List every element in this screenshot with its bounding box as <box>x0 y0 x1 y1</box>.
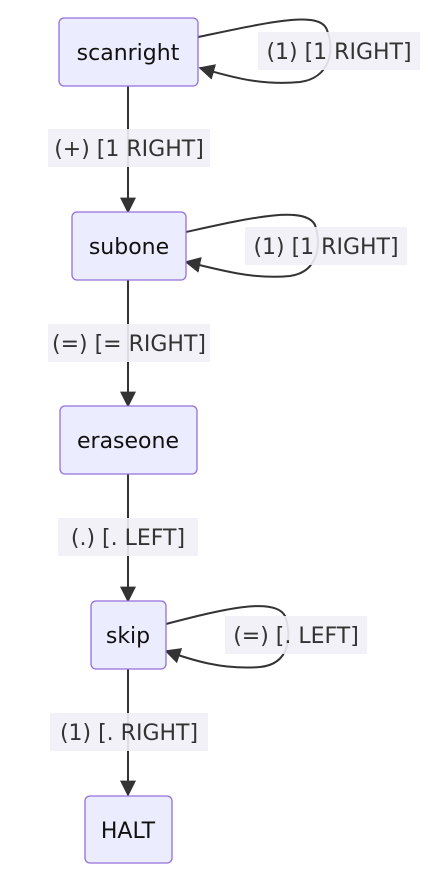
node-halt[interactable]: HALT <box>84 795 173 864</box>
edge-label-subone-to-eraseone: (=) [= RIGHT] <box>48 324 210 362</box>
node-label: scanright <box>77 41 180 66</box>
edge-label-text: (=) [= RIGHT] <box>52 332 206 357</box>
node-label: subone <box>89 235 169 260</box>
node-label: skip <box>106 624 150 649</box>
edge-label-text: (1) [1 RIGHT] <box>266 40 411 65</box>
node-skip[interactable]: skip <box>90 600 167 670</box>
edge-labels: (1) [1 RIGHT] (+) [1 RIGHT] (1) [1 RIGHT… <box>48 32 420 751</box>
edge-label-scanright-loop: (1) [1 RIGHT] <box>258 32 420 70</box>
edge-label-text: (+) [1 RIGHT] <box>54 137 204 162</box>
edge-label-skip-to-halt: (1) [. RIGHT] <box>50 713 208 751</box>
edge-label-text: (1) [1 RIGHT] <box>253 235 398 260</box>
node-eraseone[interactable]: eraseone <box>59 405 198 475</box>
edge-label-skip-loop: (=) [. LEFT] <box>225 616 367 654</box>
edge-label-subone-loop: (1) [1 RIGHT] <box>245 227 407 265</box>
node-label: eraseone <box>77 429 179 454</box>
edge-label-text: (=) [. LEFT] <box>233 624 359 649</box>
node-scanright[interactable]: scanright <box>58 17 199 87</box>
node-label: HALT <box>101 819 156 844</box>
edge-label-scanright-to-subone: (+) [1 RIGHT] <box>48 129 210 167</box>
edge-label-eraseone-to-skip: (.) [. LEFT] <box>58 518 198 556</box>
edge-label-text: (1) [. RIGHT] <box>60 721 198 746</box>
nodes: scanright subone eraseone skip HALT <box>58 17 199 864</box>
edge-label-text: (.) [. LEFT] <box>71 526 185 551</box>
node-subone[interactable]: subone <box>71 211 187 281</box>
